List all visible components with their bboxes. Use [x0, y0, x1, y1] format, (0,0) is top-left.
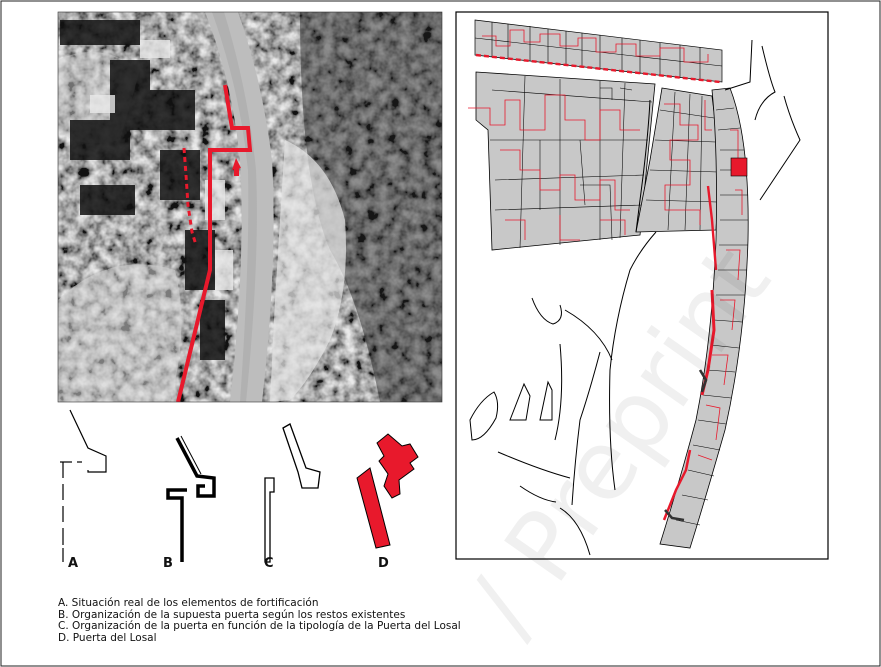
panel-label-c: C — [264, 556, 274, 571]
map-top-block — [474, 19, 723, 83]
legend-item-d: D. Puerta del Losal — [58, 631, 157, 644]
diagram-panel-a — [60, 409, 107, 562]
legend: A. Situación real de los elementos de fo… — [58, 597, 461, 644]
map-left-block — [475, 71, 656, 251]
map-street-strip — [659, 87, 749, 549]
legend-item-c: C. Organización de la puerta en función … — [58, 620, 461, 632]
watermark: / Preprint — [447, 228, 792, 654]
map-red-square — [730, 157, 748, 177]
panel-label-d: D — [378, 556, 389, 571]
diagram-panel-c — [264, 423, 321, 563]
legend-item-a: A. Situación real de los elementos de fo… — [58, 597, 319, 609]
legend-item-b: B. Organización de la supuesta puerta se… — [58, 608, 406, 621]
diagram-panel-b — [166, 435, 216, 562]
aerial-photo — [57, 11, 443, 403]
panel-label-a: A — [68, 556, 79, 571]
diagram-panel-d — [356, 433, 419, 549]
panel-label-b: B — [163, 556, 173, 571]
cadastral-map — [455, 11, 829, 560]
photo-red-traces — [176, 84, 253, 402]
